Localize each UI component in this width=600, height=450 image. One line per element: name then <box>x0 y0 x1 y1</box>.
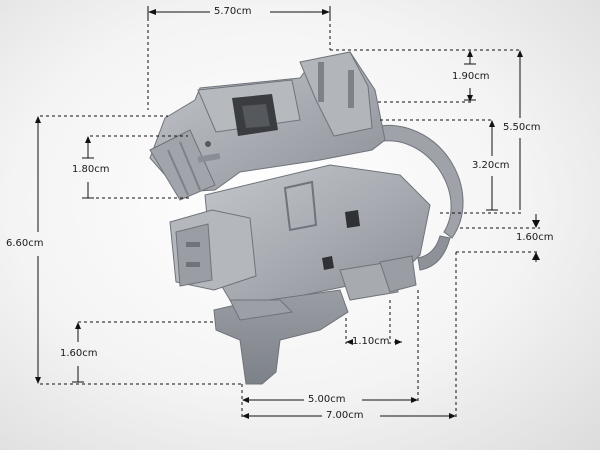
dimension-lines <box>37 6 540 418</box>
dim-top-width: 5.70cm <box>214 6 252 17</box>
door-lock-switch-icon <box>149 51 464 385</box>
dim-right-total-height: 5.50cm <box>503 122 541 133</box>
dim-bottom-width-inner: 5.00cm <box>308 394 346 405</box>
dim-upper-right-height: 1.90cm <box>452 71 490 82</box>
dim-left-total-height: 6.60cm <box>6 238 44 249</box>
dim-left-bottom-height: 1.60cm <box>60 348 98 359</box>
dimension-arrowheads <box>35 9 540 419</box>
dim-bottom-gap: 1.10cm <box>352 336 390 347</box>
dim-left-small-height: 1.80cm <box>72 164 110 175</box>
dim-right-offset: 1.60cm <box>516 232 554 243</box>
dim-right-mid-height: 3.20cm <box>472 160 510 171</box>
dim-bottom-width-total: 7.00cm <box>326 410 364 421</box>
